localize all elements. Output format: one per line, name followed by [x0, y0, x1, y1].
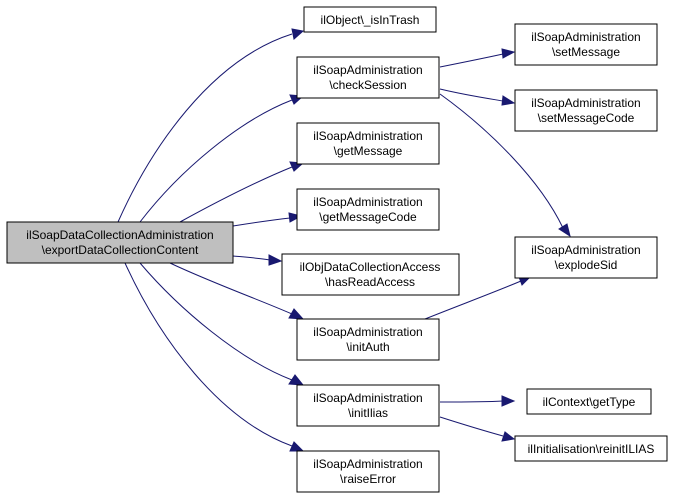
node-root-export-data-collection-content[interactable]: ilSoapDataCollectionAdministration \expo… [6, 221, 234, 264]
node-check-session[interactable]: ilSoapAdministration \checkSession [296, 56, 440, 99]
node-root-line1: ilSoapDataCollectionAdministration [26, 228, 213, 242]
node-reinit-ilias[interactable]: ilInitialisation\reinitILIAS [514, 435, 668, 462]
edge-root-to-check-session [139, 94, 305, 223]
edge-check-session-to-set-message [439, 48, 516, 68]
node-has-read-access[interactable]: ilObjDataCollectionAccess \hasReadAccess [281, 253, 460, 296]
edge-root-to-raise-error [124, 262, 305, 452]
node-explode-sid-line2: \explodeSid [555, 258, 618, 272]
node-init-ilias[interactable]: ilSoapAdministration \initIlias [296, 384, 440, 427]
edge-init-ilias-to-get-type [439, 395, 516, 407]
node-raise-error[interactable]: ilSoapAdministration \raiseError [296, 450, 440, 493]
node-explode-sid-line1: ilSoapAdministration [531, 243, 640, 257]
node-explode-sid[interactable]: ilSoapAdministration \explodeSid [514, 236, 658, 279]
node-has-read-access-line2: \hasReadAccess [325, 275, 415, 289]
node-get-type-label: ilContext\getType [543, 395, 636, 409]
node-init-auth[interactable]: ilSoapAdministration \initAuth [296, 318, 440, 361]
edge-root-to-init-auth [169, 262, 305, 320]
node-init-auth-line2: \initAuth [346, 340, 389, 354]
node-has-read-access-line1: ilObjDataCollectionAccess [300, 260, 441, 274]
node-is-in-trash-label: ilObject\_isInTrash [321, 13, 420, 27]
node-set-message-line2: \setMessage [552, 45, 620, 59]
node-get-type[interactable]: ilContext\getType [526, 388, 652, 415]
node-set-message[interactable]: ilSoapAdministration \setMessage [514, 23, 658, 66]
edge-root-to-has-read-access [232, 254, 283, 266]
node-get-message[interactable]: ilSoapAdministration \getMessage [296, 122, 440, 165]
node-raise-error-line1: ilSoapAdministration [313, 457, 422, 471]
node-set-message-code-line2: \setMessageCode [538, 111, 635, 125]
node-init-ilias-line1: ilSoapAdministration [313, 391, 422, 405]
node-root-line2: \exportDataCollectionContent [42, 243, 199, 257]
node-set-message-line1: ilSoapAdministration [531, 30, 640, 44]
edge-root-to-is-in-trash [117, 28, 305, 223]
node-reinit-ilias-label: ilInitialisation\reinitILIAS [528, 442, 655, 456]
edge-check-session-to-set-message-code [439, 88, 516, 106]
node-is-in-trash[interactable]: ilObject\_isInTrash [303, 6, 437, 33]
node-init-auth-line1: ilSoapAdministration [313, 325, 422, 339]
edge-root-to-init-ilias [139, 262, 305, 386]
node-get-message-line2: \getMessage [334, 144, 403, 158]
node-set-message-code[interactable]: ilSoapAdministration \setMessageCode [514, 89, 658, 132]
node-get-message-code-line2: \getMessageCode [319, 210, 417, 224]
node-get-message-line1: ilSoapAdministration [313, 129, 422, 143]
edge-init-ilias-to-reinit-ilias [439, 416, 516, 442]
node-check-session-line1: ilSoapAdministration [313, 63, 422, 77]
edge-root-to-get-message [179, 161, 305, 223]
edge-check-session-to-explode-sid [439, 93, 571, 238]
edge-root-to-get-message-code [232, 212, 303, 227]
node-get-message-code[interactable]: ilSoapAdministration \getMessageCode [296, 188, 440, 231]
node-init-ilias-line2: \initIlias [348, 406, 388, 420]
node-get-message-code-line1: ilSoapAdministration [313, 195, 422, 209]
node-set-message-code-line1: ilSoapAdministration [531, 96, 640, 110]
node-raise-error-line2: \raiseError [340, 472, 396, 486]
nodes: ilSoapDataCollectionAdministration \expo… [6, 6, 668, 493]
node-check-session-line2: \checkSession [329, 78, 406, 92]
